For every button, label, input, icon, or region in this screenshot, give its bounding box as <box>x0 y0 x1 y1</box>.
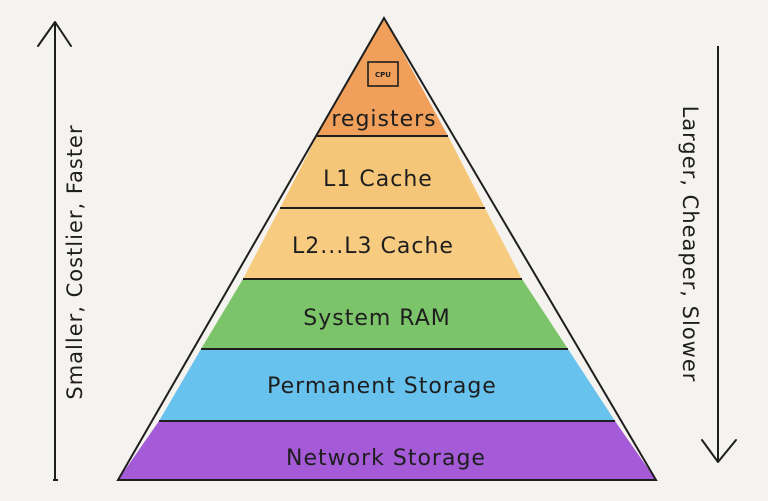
tier-label-l1-cache: L1 Cache <box>323 167 433 192</box>
tier-label-system-ram: System RAM <box>303 306 450 331</box>
pyramid-outline <box>116 16 658 481</box>
tier-network-storage <box>118 421 656 480</box>
cpu-chip-icon: CPU <box>367 61 399 87</box>
tier-l1-cache <box>280 136 485 208</box>
right-down-arrow <box>701 46 737 463</box>
tier-label-registers: registers <box>331 107 436 132</box>
left-up-arrow <box>37 21 72 481</box>
left-arrow-label: Smaller, Costlier, Faster <box>63 124 87 399</box>
tier-l2-l3-cache <box>243 208 522 279</box>
tier-system-ram <box>201 279 568 349</box>
tier-permanent-storage <box>159 349 615 421</box>
tier-label-l2-l3-cache: L2...L3 Cache <box>292 234 454 259</box>
tier-label-permanent-storage: Permanent Storage <box>267 374 497 399</box>
tier-registers <box>317 18 448 136</box>
right-arrow-label: Larger, Cheaper, Slower <box>678 106 702 383</box>
tier-label-network-storage: Network Storage <box>286 446 486 471</box>
cpu-label: CPU <box>375 71 391 79</box>
pyramid: CPU registers L1 Cache L2...L3 Cache Sys… <box>116 16 658 481</box>
